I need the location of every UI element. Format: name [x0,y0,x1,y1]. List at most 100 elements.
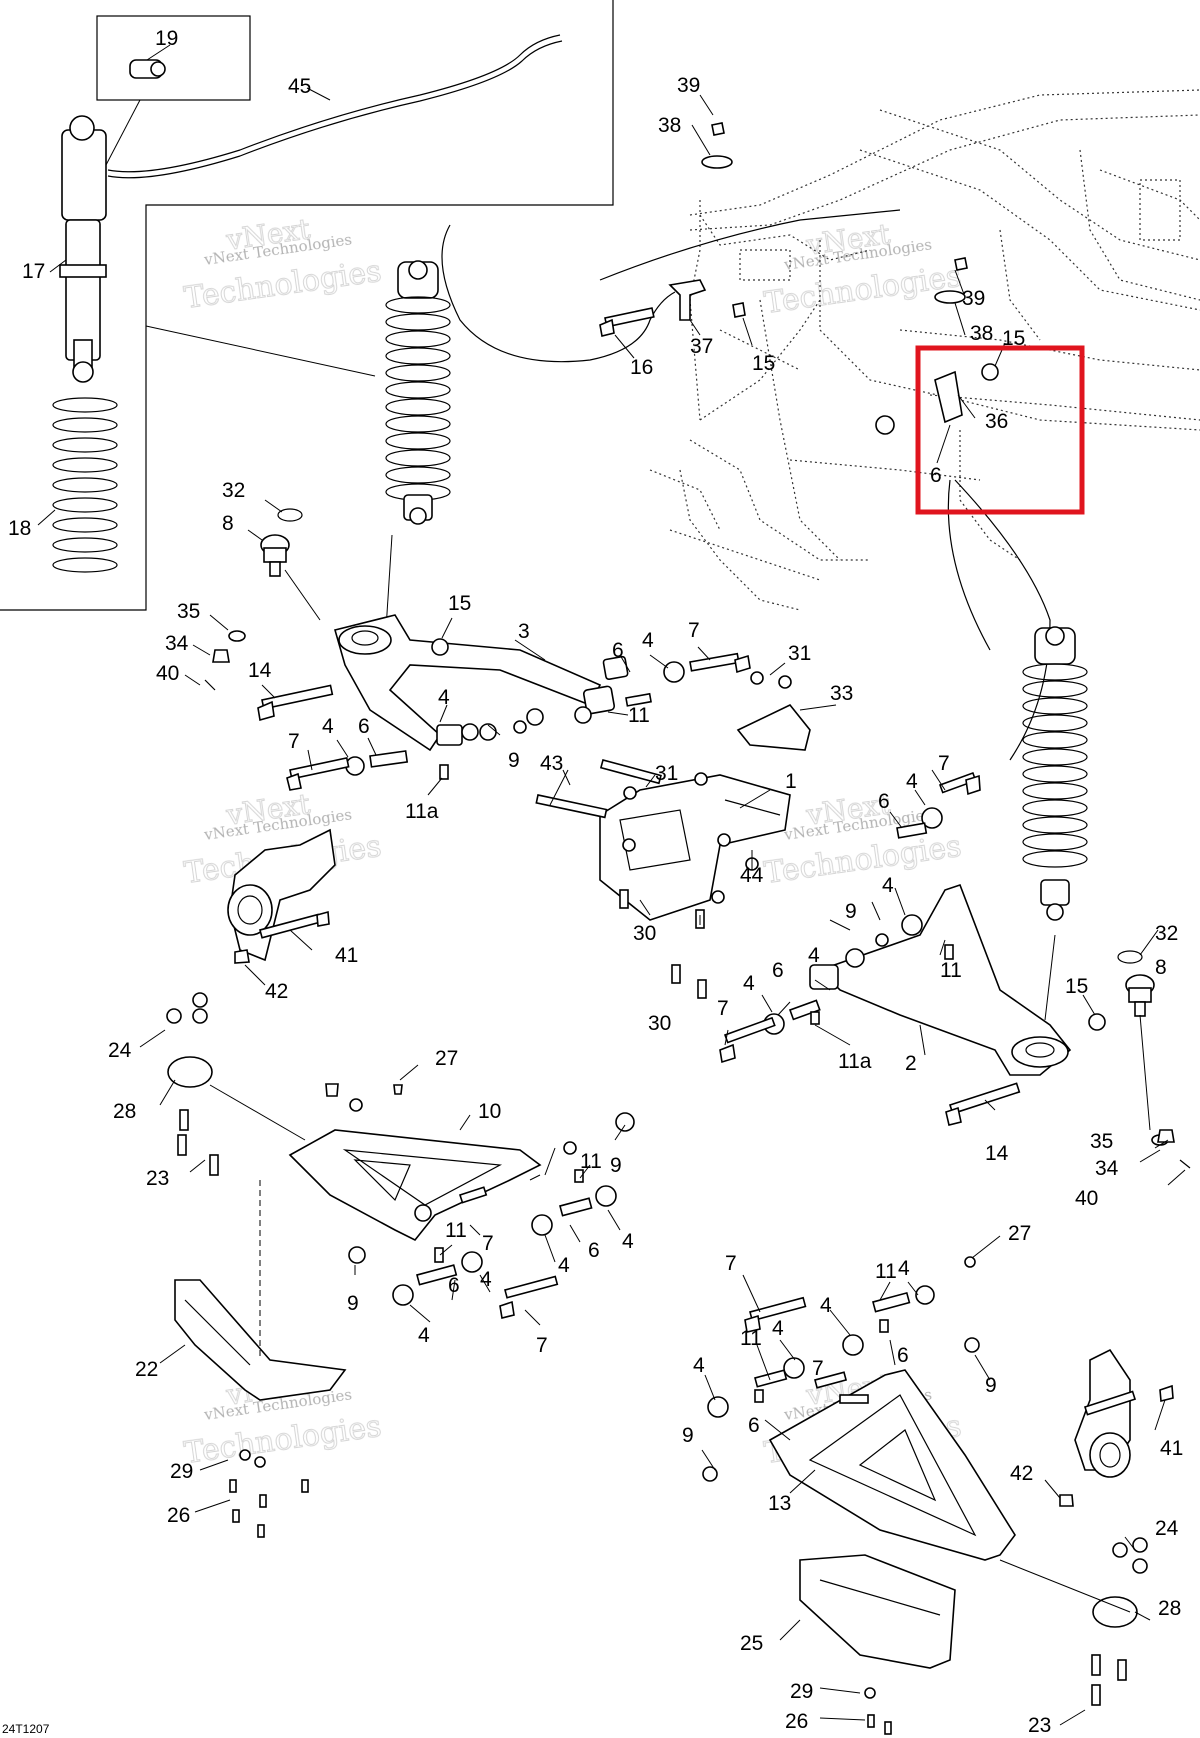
callout-label: 4 [693,1354,705,1377]
callout-label: 26 [785,1710,808,1733]
callout-label: 41 [335,944,358,967]
callout-label: 28 [113,1100,136,1123]
callout-label: 40 [156,662,179,685]
callout-label: 7 [725,1252,737,1275]
callout-label: 7 [688,619,700,642]
skid-plate-22 [174,1180,347,1401]
skid-plate-25 [799,1554,956,1669]
hose-part [107,34,561,173]
callout-label: 27 [1008,1222,1031,1245]
callout-label: 18 [8,517,31,540]
callout-label: 35 [177,600,200,623]
callout-label: 8 [222,512,234,535]
fitting-inset-box [96,15,251,101]
callout-label: 39 [677,74,700,97]
front-right-shock [1022,626,1088,1021]
front-left-shock [384,260,451,646]
callout-label: 11a [838,1050,872,1073]
callout-label: 42 [1010,1462,1033,1485]
callout-label: 9 [845,900,857,923]
brake-line-right [954,479,1051,761]
callout-label: 4 [882,874,894,897]
callout-label: 25 [740,1632,763,1655]
hardware-parts [166,122,1191,1735]
callout-label: 4 [558,1254,570,1277]
upper-a-arm-right [809,883,1072,1076]
callout-label: 11 [740,1327,762,1350]
skid-plate-33 [736,704,811,751]
cable-line [947,479,991,651]
highlight-box [915,345,1085,515]
callout-label: 24 [108,1039,132,1062]
callout-label: 35 [1090,1130,1113,1153]
callout-label: 7 [938,752,950,775]
callout-label: 14 [985,1142,1009,1165]
callout-label: 45 [288,75,311,98]
callout-label: 30 [648,1012,671,1035]
callout-label: 32 [222,479,245,502]
callout-label: 14 [248,659,272,682]
shock-eye [69,115,95,141]
callout-label: 38 [658,114,681,137]
callout-label: 6 [930,464,942,487]
fitting-part [150,61,166,77]
callout-label: 6 [588,1239,600,1262]
callout-label: 4 [480,1268,492,1291]
callout-label: 7 [482,1232,494,1255]
callout-label: 4 [906,770,918,793]
callout-label: 43 [540,752,563,775]
callout-label: 4 [642,629,654,652]
callout-label: 11 [628,704,650,727]
callout-label: 9 [610,1154,622,1177]
leader-lines [37,44,1186,1726]
callout-label: 15 [1065,975,1088,998]
callout-label: 36 [985,410,1008,433]
callout-label: 6 [358,715,370,738]
callout-label: 15 [752,352,775,375]
callout-label: 9 [508,749,520,772]
callout-label: 11 [940,959,962,982]
callout-label: 6 [612,639,624,662]
lower-a-arm-right [768,1369,1016,1561]
callout-label: 16 [630,356,653,379]
callout-label: 4 [322,715,334,738]
callout-label: 4 [438,686,450,709]
callout-label: 4 [418,1324,430,1347]
shock-body [61,129,107,221]
callout-label: 2 [905,1052,917,1075]
callout-label: 6 [748,1414,760,1437]
callout-label: 22 [135,1358,158,1381]
callout-label: 4 [622,1230,634,1253]
callout-label: 9 [682,1424,694,1447]
upper-a-arm-left [334,614,616,752]
coil-spring [52,397,118,573]
callout-label: 6 [897,1344,909,1367]
callout-label: 26 [167,1504,190,1527]
callout-label: 8 [1155,956,1167,979]
callout-label: 4 [772,1317,784,1340]
callout-label: 31 [655,762,678,785]
watermark-group: vNext Technologies Technologies vNext vN… [182,212,964,1472]
callout-label: 4 [898,1257,910,1280]
shock-tube [65,219,101,361]
callout-label: 31 [788,642,811,665]
steering-knuckle-right [1074,1348,1131,1478]
callout-label: 7 [812,1357,824,1380]
callout-label: 44 [740,864,764,887]
callout-label: 30 [633,922,656,945]
callout-label: 39 [962,287,985,310]
figure-code: 24T1207 [2,1722,50,1736]
callout-label: 11 [875,1260,897,1283]
cable-line [599,209,901,281]
callout-label: 42 [265,980,288,1003]
callout-label: 19 [155,27,178,50]
callout-label: 29 [170,1460,193,1483]
callout-label: 6 [878,790,890,813]
callout-label: 7 [536,1334,548,1357]
callout-label: 32 [1155,922,1178,945]
callout-label: 13 [768,1492,791,1515]
callout-label: 28 [1158,1597,1181,1620]
callout-label: 15 [448,592,471,615]
callout-label: 1 [785,770,797,793]
